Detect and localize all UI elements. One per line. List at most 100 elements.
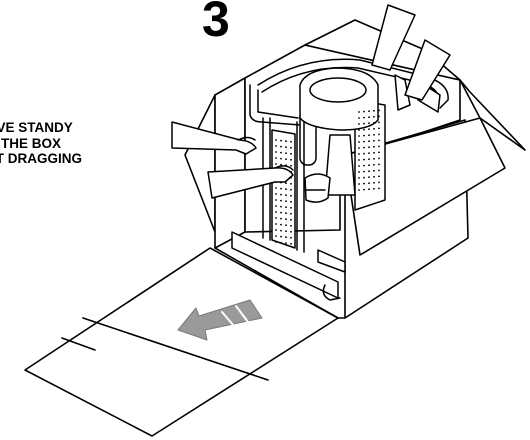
perforation-dot — [363, 122, 365, 125]
perforation-dot — [373, 163, 375, 166]
instruction-line-1: OVE STANDY — [0, 120, 73, 135]
perforation-dot — [280, 199, 282, 202]
perforation-dot — [358, 189, 360, 191]
perforation-dot — [285, 224, 287, 227]
perforation-dot — [378, 163, 380, 166]
perforation-dot — [368, 140, 370, 143]
perforation-dot — [368, 128, 370, 131]
perforation-dot — [368, 158, 370, 161]
perforation-dot — [378, 157, 380, 160]
perforation-dot — [358, 147, 360, 149]
perforation-dot — [285, 158, 287, 161]
perforation-dot — [275, 193, 277, 195]
perforation-dot — [285, 230, 287, 233]
perforation-dot — [290, 158, 292, 161]
perforation-dot — [275, 217, 277, 219]
perforation-dot — [373, 121, 375, 124]
perforation-dot — [378, 145, 380, 148]
perforation-dot — [290, 182, 292, 185]
perforation-dot — [363, 146, 365, 149]
perforation-dot — [280, 211, 282, 214]
perforation-dot — [378, 181, 380, 184]
perforation-dot — [285, 218, 287, 221]
perforation-dot — [275, 235, 277, 237]
perforation-dot — [285, 194, 287, 197]
perforation-dot — [290, 236, 292, 239]
perforation-dot — [280, 145, 282, 148]
instruction-line-3: UT DRAGGING — [0, 151, 82, 166]
perforation-dot — [373, 157, 375, 160]
perforation-dot — [285, 212, 287, 215]
perforation-dot — [290, 140, 292, 143]
perforation-dot — [358, 135, 360, 137]
perforation-dot — [378, 175, 380, 178]
perforation-dot — [378, 127, 380, 130]
perforation-dot — [358, 183, 360, 185]
perforation-dot — [363, 170, 365, 173]
perforation-dot — [290, 152, 292, 155]
perforation-dot — [358, 177, 360, 179]
perforation-dot — [358, 165, 360, 167]
perforation-dot — [373, 169, 375, 172]
perforation-dot — [363, 188, 365, 191]
perforation-dot — [368, 164, 370, 167]
perforation-dot — [285, 236, 287, 239]
perforation-dot — [363, 134, 365, 137]
perforation-dot — [368, 122, 370, 125]
perforation-dot — [358, 141, 360, 143]
perforation-dot — [378, 139, 380, 142]
perforation-dot — [358, 111, 360, 113]
perforation-dot — [280, 241, 282, 244]
perforation-dot — [358, 117, 360, 119]
perforation-dot — [290, 230, 292, 233]
perforation-dot — [363, 176, 365, 179]
perforation-dot — [285, 152, 287, 155]
perforation-dot — [285, 146, 287, 149]
perforation-dot — [280, 205, 282, 208]
perforation-dot — [275, 151, 277, 153]
perforation-dot — [368, 146, 370, 149]
perforation-dot — [358, 153, 360, 155]
perforation-dot — [275, 205, 277, 207]
perforation-dot — [373, 151, 375, 154]
perforation-dot — [280, 223, 282, 226]
perforation-dot — [275, 157, 277, 159]
perforation-dot — [275, 229, 277, 231]
perforation-dot — [368, 188, 370, 191]
perforation-dot — [290, 224, 292, 227]
perforation-dot — [368, 170, 370, 173]
perforation-dot — [280, 193, 282, 196]
perforation-dot — [275, 163, 277, 165]
perforation-dot — [373, 115, 375, 118]
perforation-dot — [290, 188, 292, 191]
perforation-dot — [378, 109, 380, 112]
perforation-dot — [358, 171, 360, 173]
perforation-dot — [280, 151, 282, 154]
perforation-dot — [373, 127, 375, 130]
perforation-dot — [285, 140, 287, 143]
step-number: 3 — [202, 0, 230, 47]
perforation-dot — [290, 146, 292, 149]
perforation-dot — [280, 163, 282, 166]
perforation-dot — [378, 121, 380, 124]
perforation-dot — [358, 123, 360, 125]
perforation-dot — [373, 145, 375, 148]
perforation-dot — [275, 145, 277, 147]
perforation-dot — [275, 241, 277, 243]
perforation-dot — [368, 182, 370, 185]
perforation-dot — [378, 187, 380, 190]
perforation-dot — [290, 218, 292, 221]
perforation-dot — [290, 212, 292, 215]
perforation-dot — [275, 199, 277, 201]
box-floor-flap — [24, 247, 339, 437]
perforation-dot — [290, 194, 292, 197]
perforation-dot — [373, 175, 375, 178]
perforation-dot — [290, 242, 292, 245]
perforation-dot — [378, 151, 380, 154]
perforation-dot — [373, 187, 375, 190]
perforation-dot — [368, 176, 370, 179]
perforation-dot — [373, 139, 375, 142]
perforation-dot — [368, 134, 370, 137]
perforation-dot — [363, 152, 365, 155]
perforation-dots — [275, 109, 380, 245]
